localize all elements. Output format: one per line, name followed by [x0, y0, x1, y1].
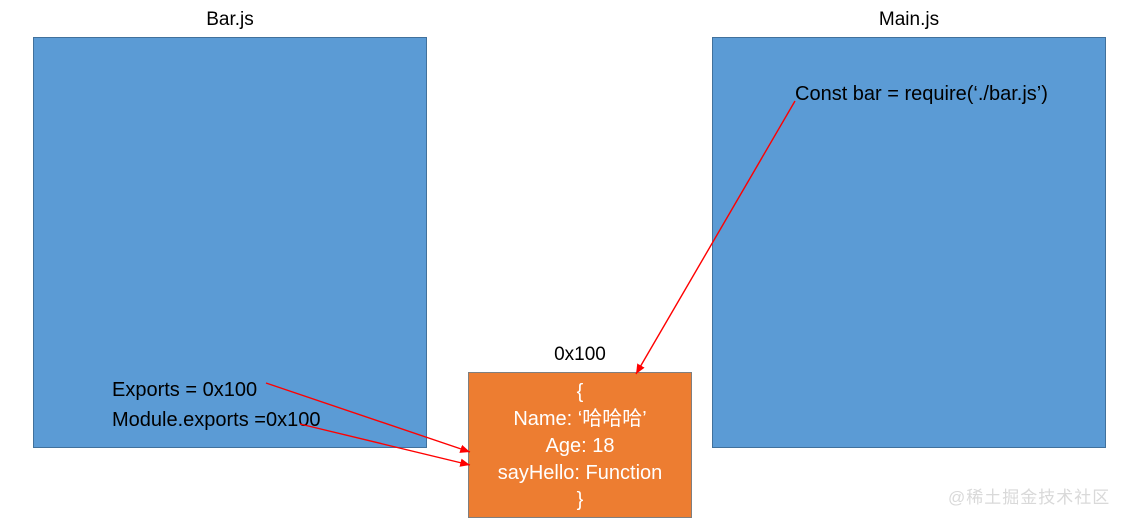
bar-js-module-box [33, 37, 427, 448]
memory-object-box: { Name: ‘哈哈哈’ Age: 18 sayHello: Function… [468, 372, 692, 518]
module-exports-assignment-text: Module.exports =0x100 [112, 409, 321, 431]
watermark-text: @稀土掘金技术社区 [948, 488, 1111, 507]
require-statement-text: Const bar = require(‘./bar.js’) [795, 83, 1048, 105]
memory-address-label: 0x100 [554, 344, 606, 365]
object-line-open-brace: { [576, 381, 584, 403]
right-module-title: Main.js [878, 9, 940, 30]
object-line-close-brace: } [576, 489, 584, 511]
exports-assignment-text: Exports = 0x100 [112, 379, 258, 401]
object-line-age: Age: 18 [545, 435, 615, 457]
object-line-sayhello: sayHello: Function [497, 462, 663, 484]
object-line-name: Name: ‘哈哈哈’ [513, 408, 647, 430]
left-module-title: Bar.js [206, 9, 254, 30]
